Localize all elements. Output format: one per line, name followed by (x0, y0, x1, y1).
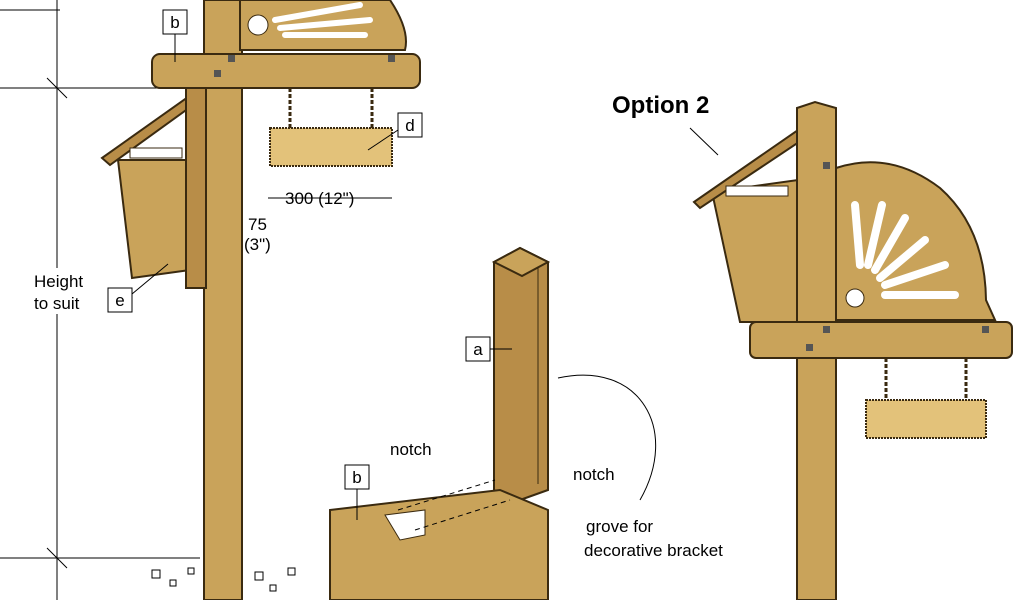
screw-1 (228, 55, 235, 62)
label-d: d (405, 116, 414, 135)
left-post-side (185, 87, 207, 289)
mailbox-slot-left (129, 147, 183, 159)
height-label-line1: Height (34, 272, 83, 291)
left-post (203, 0, 243, 600)
detail-post-top (491, 246, 551, 278)
label-b: b (170, 13, 179, 32)
grove-label-line2: decorative bracket (584, 541, 723, 560)
tick-bottom (46, 547, 68, 569)
label-box-d (397, 112, 423, 138)
bracket-slots-right (851, 201, 959, 299)
crossarm-left (151, 53, 421, 89)
screw-2 (214, 70, 221, 77)
label-a: a (473, 340, 483, 359)
label-b-detail: b (352, 468, 361, 487)
notch-label-left: notch (390, 440, 432, 459)
label-e: e (115, 291, 124, 310)
dim-75-label: 75 (248, 215, 267, 234)
screw-7 (982, 326, 989, 333)
label-box-e (107, 287, 133, 313)
hanging-sign-left (269, 127, 393, 167)
detail-assembly: a b notch notch grove for decorative bra… (329, 246, 723, 600)
detail-post (493, 246, 549, 502)
assembly-arrows (397, 479, 511, 531)
hanging-sign-right (865, 399, 987, 439)
mailbox-slot-right (725, 185, 789, 197)
bracket-hole-right (845, 288, 865, 308)
option2-arrow (689, 127, 719, 156)
option2-assembly: Option 2 (612, 92, 1013, 600)
left-assembly: b d e Height to suit 300 (12") 75 (3") (0, 0, 423, 600)
height-label-bg (30, 268, 98, 314)
label-box-b-detail (344, 464, 370, 490)
screw-6 (806, 344, 813, 351)
detail-crossarm (329, 488, 549, 600)
bracket-slots-left (272, 2, 373, 38)
grove-leader (557, 374, 657, 501)
label-box-a (465, 336, 491, 362)
dim-3-label: (3") (244, 235, 271, 254)
screw-5 (823, 326, 830, 333)
bracket-hole-left (247, 14, 269, 36)
detail-notch (384, 509, 426, 541)
crossarm-right (749, 321, 1013, 359)
leader-d (367, 129, 399, 151)
leader-e (131, 263, 169, 295)
option2-title: Option 2 (612, 92, 709, 119)
tick-top (46, 77, 68, 99)
height-label-line2: to suit (34, 294, 80, 313)
screw-4 (823, 162, 830, 169)
ground-gravel-left (151, 567, 296, 592)
screw-3 (388, 55, 395, 62)
mailbox-body-left (116, 159, 191, 280)
mailbox-body-right (710, 178, 799, 323)
notch-label-right: notch (573, 465, 615, 484)
decorative-bracket-right (835, 161, 997, 321)
dim-300-label: 300 (12") (285, 189, 354, 208)
label-box-b (162, 9, 188, 35)
grove-label-line1: grove for (586, 517, 653, 536)
